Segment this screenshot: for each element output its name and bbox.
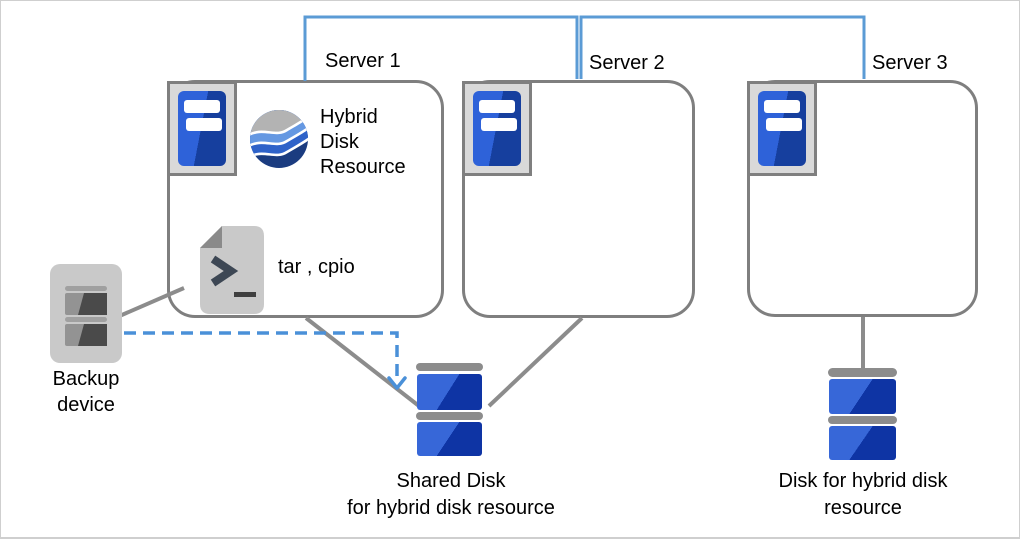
server2-shared-disk-line	[487, 316, 584, 408]
server2-label: Server 2	[589, 52, 665, 74]
hybrid-disk-resource-icon	[250, 110, 308, 168]
backup-device-line-2: device	[57, 394, 115, 416]
backup-device-line-1: Backup	[52, 368, 120, 390]
hybrid-resource-line-1: Hybrid	[320, 106, 378, 128]
server-icon	[462, 81, 532, 176]
backup-dashed-arrow-line	[124, 331, 399, 382]
server3-label: Server 3	[872, 52, 948, 74]
backup-dashed-arrowhead	[387, 376, 407, 390]
hybrid-resource-line-3: Resource	[320, 156, 406, 178]
tar-cpio-label: tar , cpio	[278, 256, 355, 278]
shared-disk-line-2: for hybrid disk resource	[347, 497, 555, 519]
backup-device-label: Backup device	[28, 366, 144, 418]
hybrid-disk-resource-label: Hybrid Disk Resource	[320, 105, 406, 180]
backup-device-icon	[50, 264, 122, 363]
shared-disk-line-1: Shared Disk	[396, 470, 506, 492]
hybrid-disk-line-2: resource	[824, 497, 902, 519]
server1-shared-disk-line	[304, 316, 421, 408]
hybrid-disk-label: Disk for hybrid disk resource	[743, 468, 983, 522]
hybrid-disk-icon	[828, 368, 897, 460]
server-icon	[167, 81, 237, 176]
hybrid-resource-line-2: Disk	[320, 131, 359, 153]
shared-disk-icon	[416, 363, 483, 456]
script-file-icon	[200, 226, 264, 314]
server1-label: Server 1	[325, 50, 401, 72]
hybrid-disk-line-1: Disk for hybrid disk	[778, 470, 948, 492]
server-icon	[747, 81, 817, 176]
shared-disk-label: Shared Disk for hybrid disk resource	[311, 468, 591, 522]
